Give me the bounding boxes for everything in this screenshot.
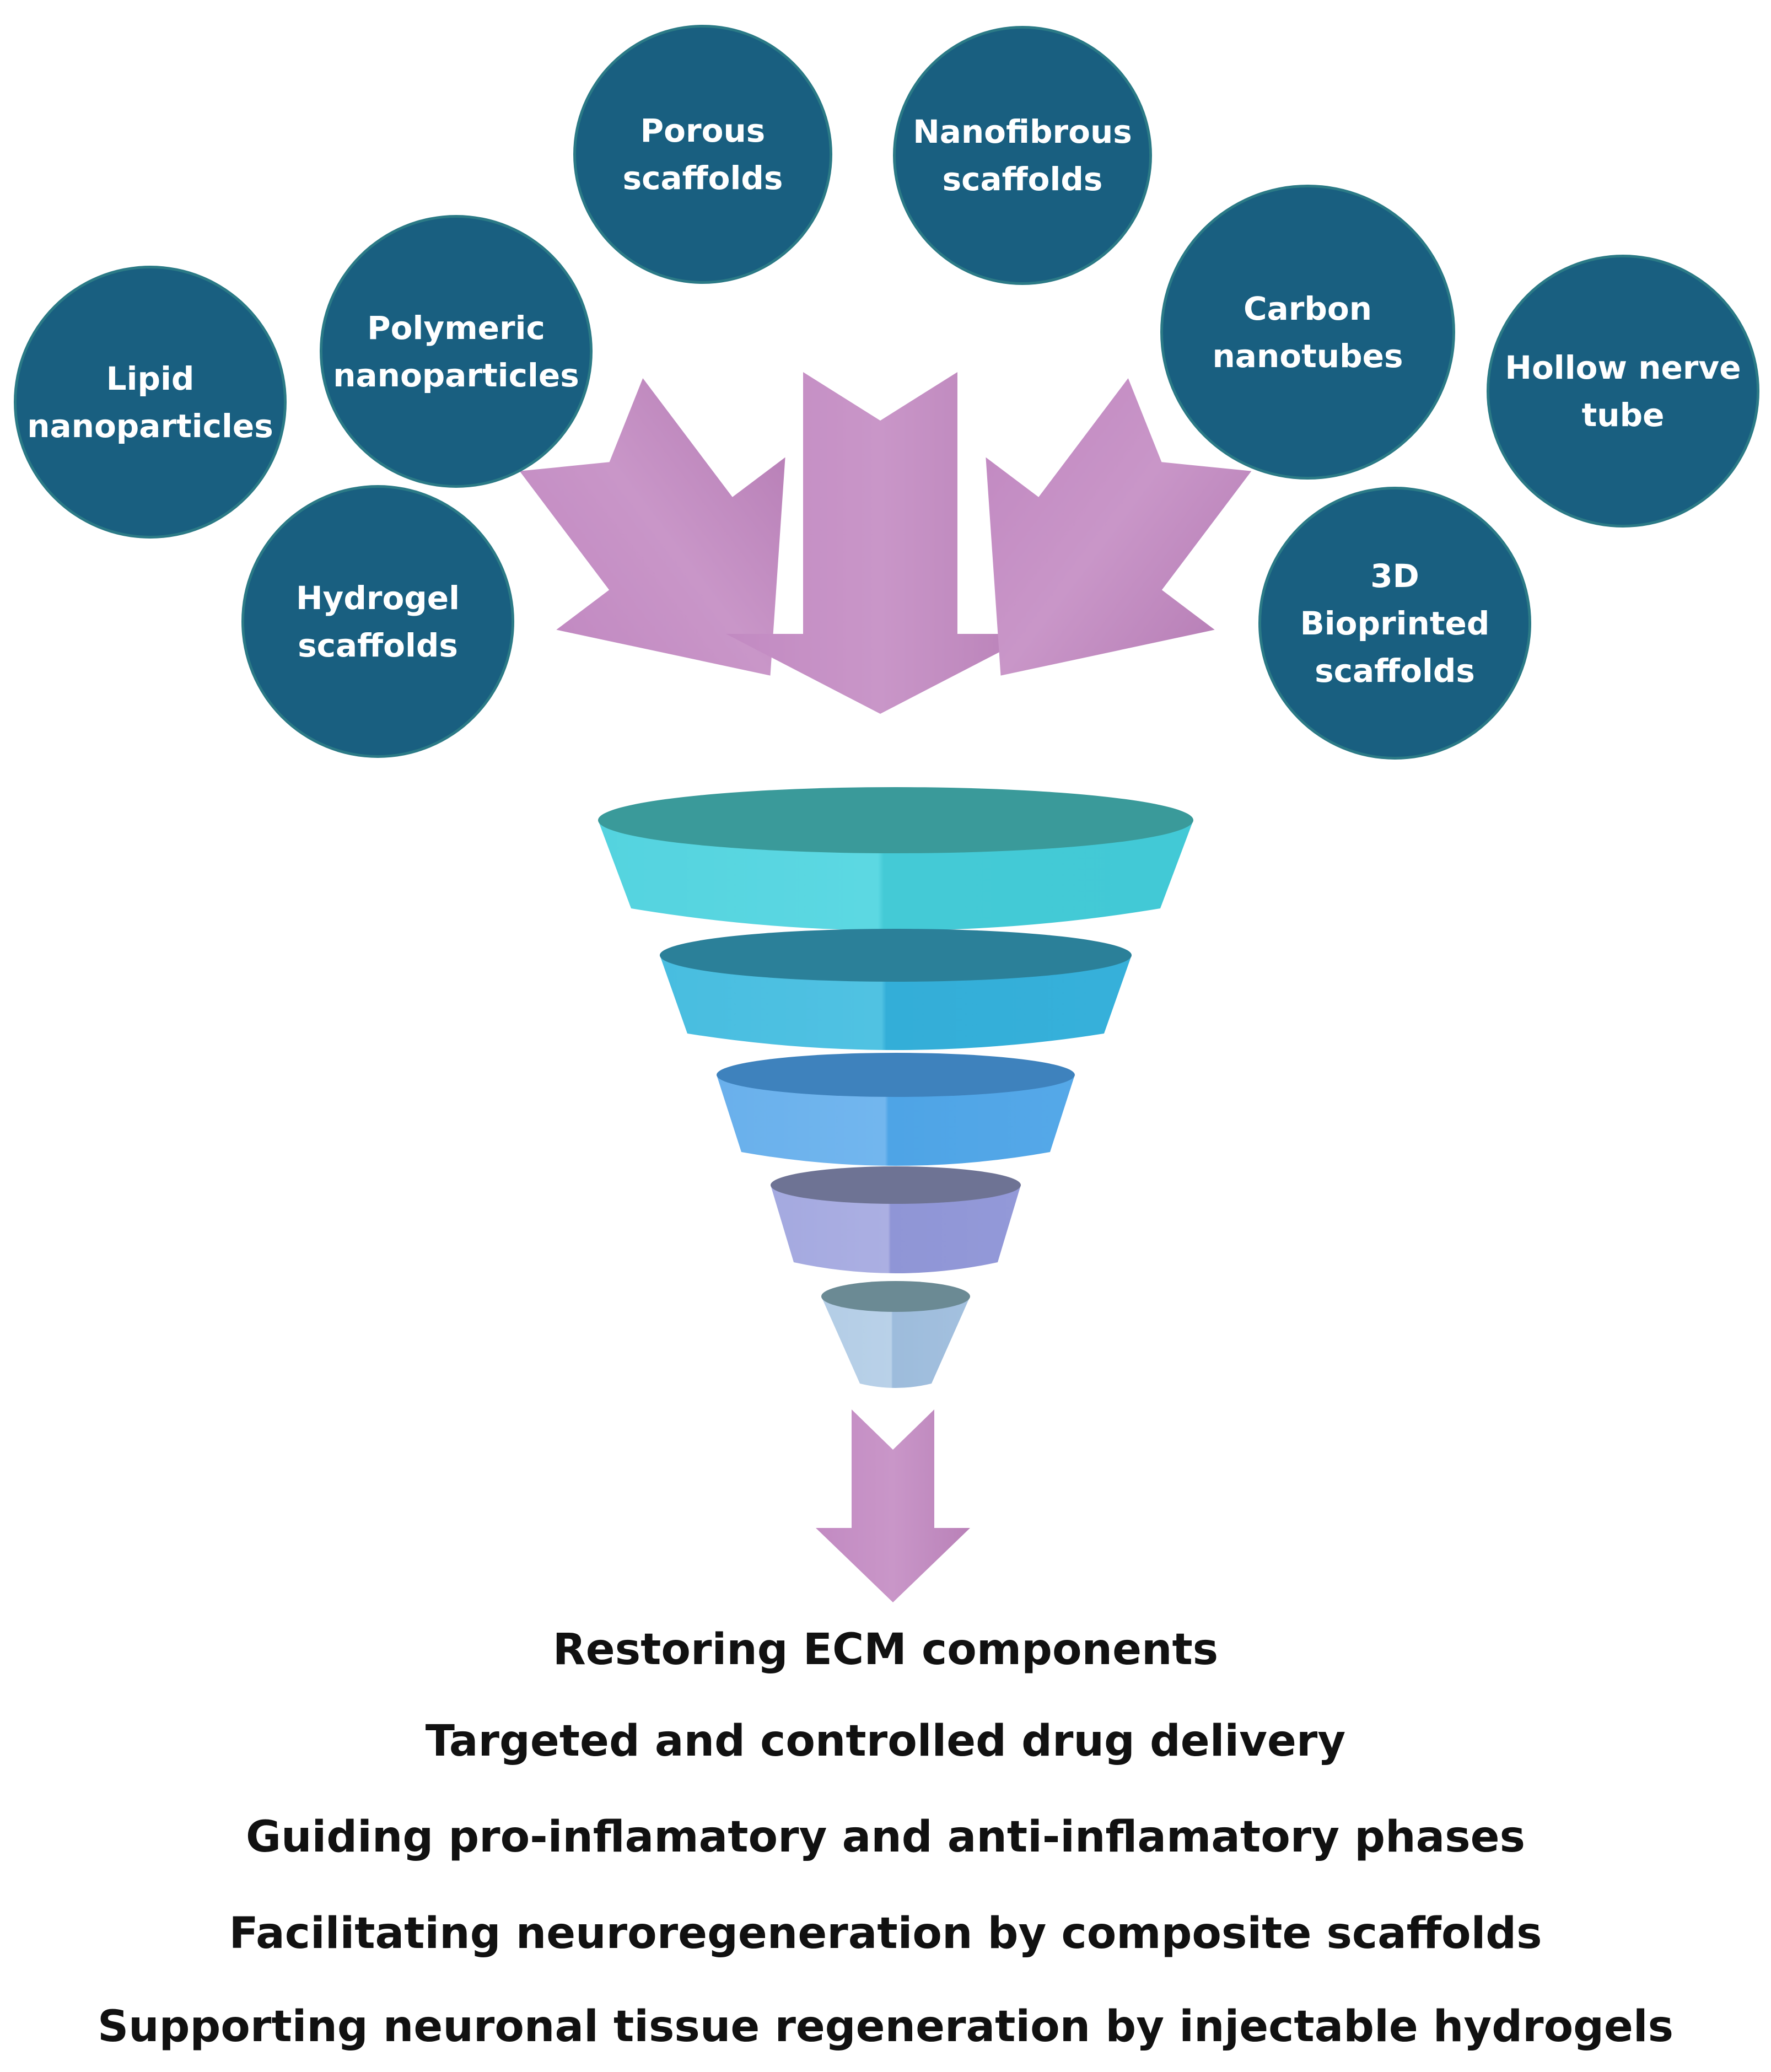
circle-label-line1: Carbon [1244, 289, 1372, 327]
circle-label-line1: Nanofibrous [913, 113, 1132, 150]
circle-label-line2: nanotubes [1212, 337, 1403, 375]
circle-label-line1: Lipid [106, 359, 195, 397]
arrow-center-down [726, 372, 1035, 714]
funnel-tier-5 [821, 1281, 970, 1388]
arrow-bottom-down [816, 1409, 970, 1602]
circle-label-line1: Polymeric [367, 309, 545, 347]
outcome-restoring-ecm: Restoring ECM components [552, 1625, 1219, 1675]
funnel-tier-4 [771, 1166, 1021, 1273]
circle-polymeric-nanoparticles: Polymeric nanoparticles [322, 218, 590, 485]
circle-label-line2: tube [1581, 396, 1665, 434]
funnel-tier-1 [598, 787, 1193, 930]
circle-3d-bioprinted-scaffolds: 3D Bioprinted scaffolds [1261, 489, 1528, 757]
circle-label-line1: Porous [640, 112, 766, 149]
outcome-inflammatory-phases: Guiding pro-inflamatory and anti-inflama… [245, 1812, 1526, 1862]
outcome-injectable-hydrogels: Supporting neuronal tissue regeneration … [97, 2002, 1674, 2052]
circle-hydrogel-scaffolds: Hydrogel scaffolds [244, 488, 512, 755]
funnel-tier-3 [717, 1053, 1075, 1166]
outcome-drug-delivery: Targeted and controlled drug delivery [425, 1716, 1346, 1766]
circle-label-line2: scaffolds [942, 160, 1103, 198]
circle-nanofibrous-scaffolds: Nanofibrous scaffolds [896, 29, 1149, 282]
arrow-left-diagonal [519, 378, 785, 676]
circle-porous-scaffolds: Porous scaffolds [576, 28, 830, 281]
funnel-tier-2 [660, 929, 1132, 1050]
circle-label-line2: scaffolds [1315, 652, 1475, 690]
circle-lipid-nanoparticles: Lipid nanoparticles [17, 268, 284, 536]
circle-carbon-nanotubes: Carbon nanotubes [1163, 187, 1452, 477]
outcome-composite-scaffolds: Facilitating neuroregeneration by compos… [229, 1909, 1542, 1958]
circle-label-line1: Hydrogel [295, 579, 460, 617]
circle-label-line1: 3D Bioprinted [1300, 557, 1490, 642]
circle-label-line2: nanoparticles [27, 407, 273, 445]
circle-label-line2: nanoparticles [333, 356, 579, 394]
circle-label-line2: scaffolds [622, 159, 783, 197]
arrow-right-diagonal [986, 378, 1252, 676]
circle-hollow-nerve-tube: Hollow nerve tube [1489, 257, 1757, 525]
circle-label-line2: scaffolds [298, 626, 458, 664]
circle-label-line1: Hollow nerve [1505, 348, 1741, 386]
funnel [598, 787, 1193, 1388]
